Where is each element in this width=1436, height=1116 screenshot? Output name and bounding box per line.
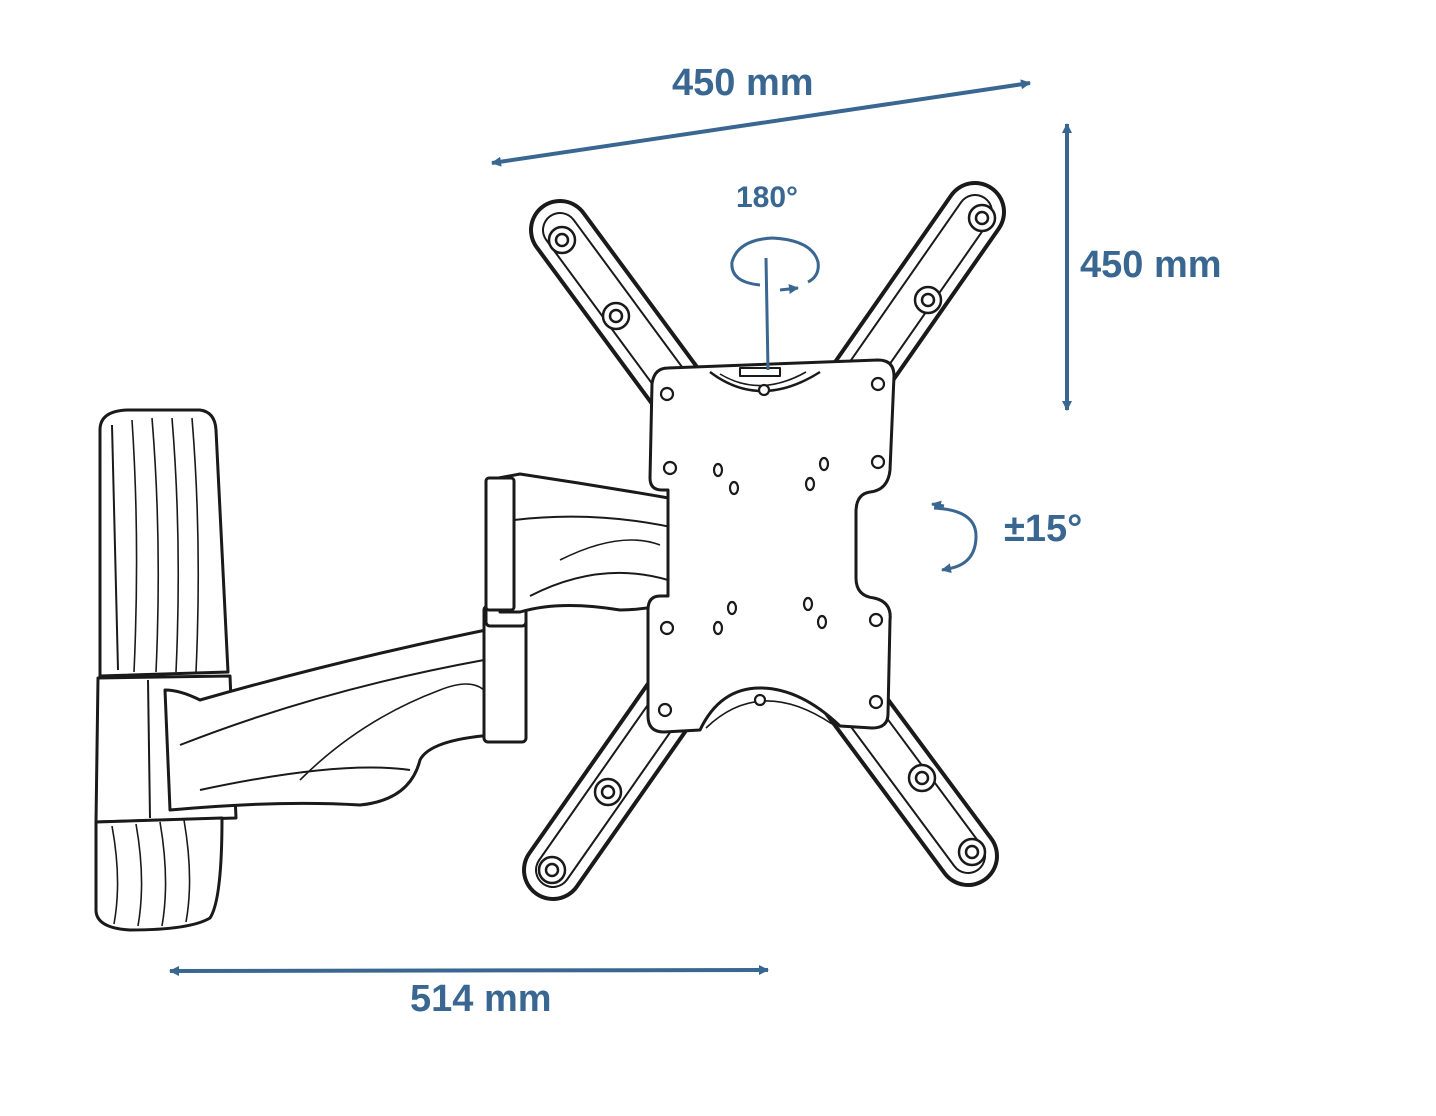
- wall-plate: [94, 408, 238, 932]
- wall-plate-upper-cover: [98, 408, 230, 678]
- rotation-label: 180°: [736, 181, 799, 214]
- adapter-plate: [646, 358, 896, 734]
- vesa-width-label: 450 mm: [672, 62, 814, 104]
- arm-segment-display: [486, 472, 692, 614]
- tilt-label: ±15°: [1004, 508, 1083, 550]
- dimension-arrows: [169, 79, 1072, 976]
- arrow-arm-extension: [169, 965, 769, 976]
- rotation-indicator: [730, 236, 820, 371]
- bracket-mount-holes: [537, 203, 997, 885]
- vesa-bracket: [522, 181, 1006, 901]
- wall-plate-lower-cover: [94, 816, 224, 932]
- arrow-vesa-width: [491, 79, 1031, 167]
- swivel-arm: [163, 472, 692, 812]
- vesa-height-label: 450 mm: [1080, 244, 1222, 286]
- arm-extension-label: 514 mm: [410, 978, 552, 1020]
- tilt-indicator: [931, 500, 978, 574]
